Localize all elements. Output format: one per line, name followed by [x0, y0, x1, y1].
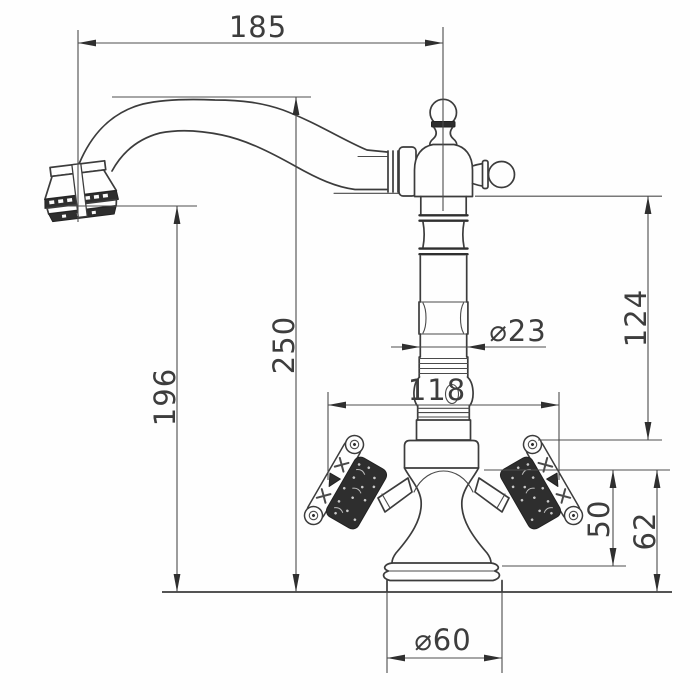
- side-knob: [471, 159, 516, 190]
- spout-union: [387, 146, 417, 197]
- dim-label-outlet-height: 196: [148, 368, 182, 426]
- dim-label-base-diameter: ⌀60: [414, 623, 471, 657]
- dim-spout-reach: 185: [77, 10, 444, 222]
- stem-left: [377, 477, 413, 513]
- dim-outlet-height: 196: [68, 205, 197, 592]
- dim-label-column-diameter: ⌀23: [489, 314, 546, 348]
- dim-body-base-height: 62: [484, 469, 670, 592]
- dim-upper-body-height: 124: [475, 195, 662, 441]
- spray-head: [44, 159, 119, 223]
- column: [413, 195, 474, 441]
- dim-label-handle-span: 118: [408, 373, 466, 407]
- handle-right: [499, 434, 584, 530]
- dim-handle-span: 118: [327, 373, 560, 480]
- handle-left: [303, 434, 388, 530]
- dim-column-diameter: ⌀23: [391, 314, 546, 351]
- body: [391, 439, 492, 564]
- stem-right: [474, 477, 510, 513]
- dim-base-diameter: ⌀60: [386, 592, 503, 673]
- dim-label-overall-height: 250: [267, 316, 301, 374]
- dim-label-body-base-height: 62: [628, 512, 662, 551]
- dim-handle-height: 50: [502, 470, 626, 567]
- base: [382, 562, 503, 593]
- dim-label-spout-reach: 185: [229, 10, 287, 44]
- dim-label-upper-body-height: 124: [619, 289, 653, 347]
- dim-label-handle-height: 50: [582, 500, 616, 539]
- spout: [78, 98, 415, 194]
- handle-texture: [334, 463, 376, 522]
- dim-overall-height: 250: [112, 96, 311, 592]
